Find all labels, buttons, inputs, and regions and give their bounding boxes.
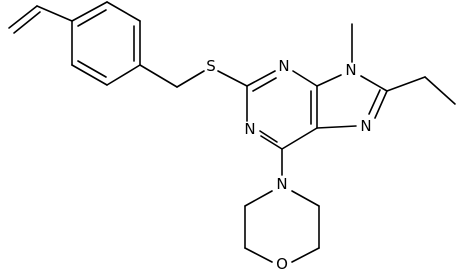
atom-label-n3: N [278, 57, 289, 75]
bond-ring-ch2 [139, 64, 178, 88]
atom-label-sulfur: S [206, 57, 216, 75]
bond-c8-n7 [374, 90, 388, 119]
bond-benzene-4 [106, 64, 141, 86]
bond-morpholine-1 [291, 190, 320, 207]
bond-morpholine-4 [244, 247, 273, 263]
bond-morpholine-3 [291, 247, 320, 263]
bond-morpholine-6 [244, 190, 273, 207]
bond-c6-n1 [260, 135, 283, 150]
bond-ch2-ch3 [424, 76, 456, 105]
bond-vinyl-ring [36, 5, 73, 22]
bond-benzene-1 [71, 1, 108, 22]
atom-label-n9: N [345, 61, 356, 79]
bond-s-c2 [217, 70, 248, 87]
atom-label-n1: N [244, 120, 255, 138]
bond-benzene-5 [71, 64, 108, 86]
atom-label-n-morpholine: N [276, 175, 287, 193]
bond-n3-c4 [292, 70, 318, 87]
bond-n9-c8 [360, 75, 388, 92]
bond-c4-n9 [316, 74, 342, 87]
bond-n7-c5 [316, 125, 357, 129]
bond-c8-n7-double [368, 89, 381, 115]
atom-label-o-morpholine: O [276, 255, 288, 272]
bond-c8-ch2 [386, 76, 426, 92]
bond-vinyl-terminal [8, 5, 38, 29]
bond-benzene-2 [106, 1, 141, 22]
bond-c6-n1-double [259, 130, 278, 143]
bond-c2-n3 [246, 70, 276, 87]
atom-label-n7: N [360, 117, 371, 135]
bond-vinyl-terminal-double [13, 11, 41, 34]
bond-benzene-inner-1 [77, 9, 107, 27]
bond-ch2-s [176, 70, 205, 88]
bond-benzene-inner-3 [77, 60, 107, 78]
bond-c5-c6 [281, 127, 318, 150]
bond-c2-n3-double [252, 77, 277, 92]
